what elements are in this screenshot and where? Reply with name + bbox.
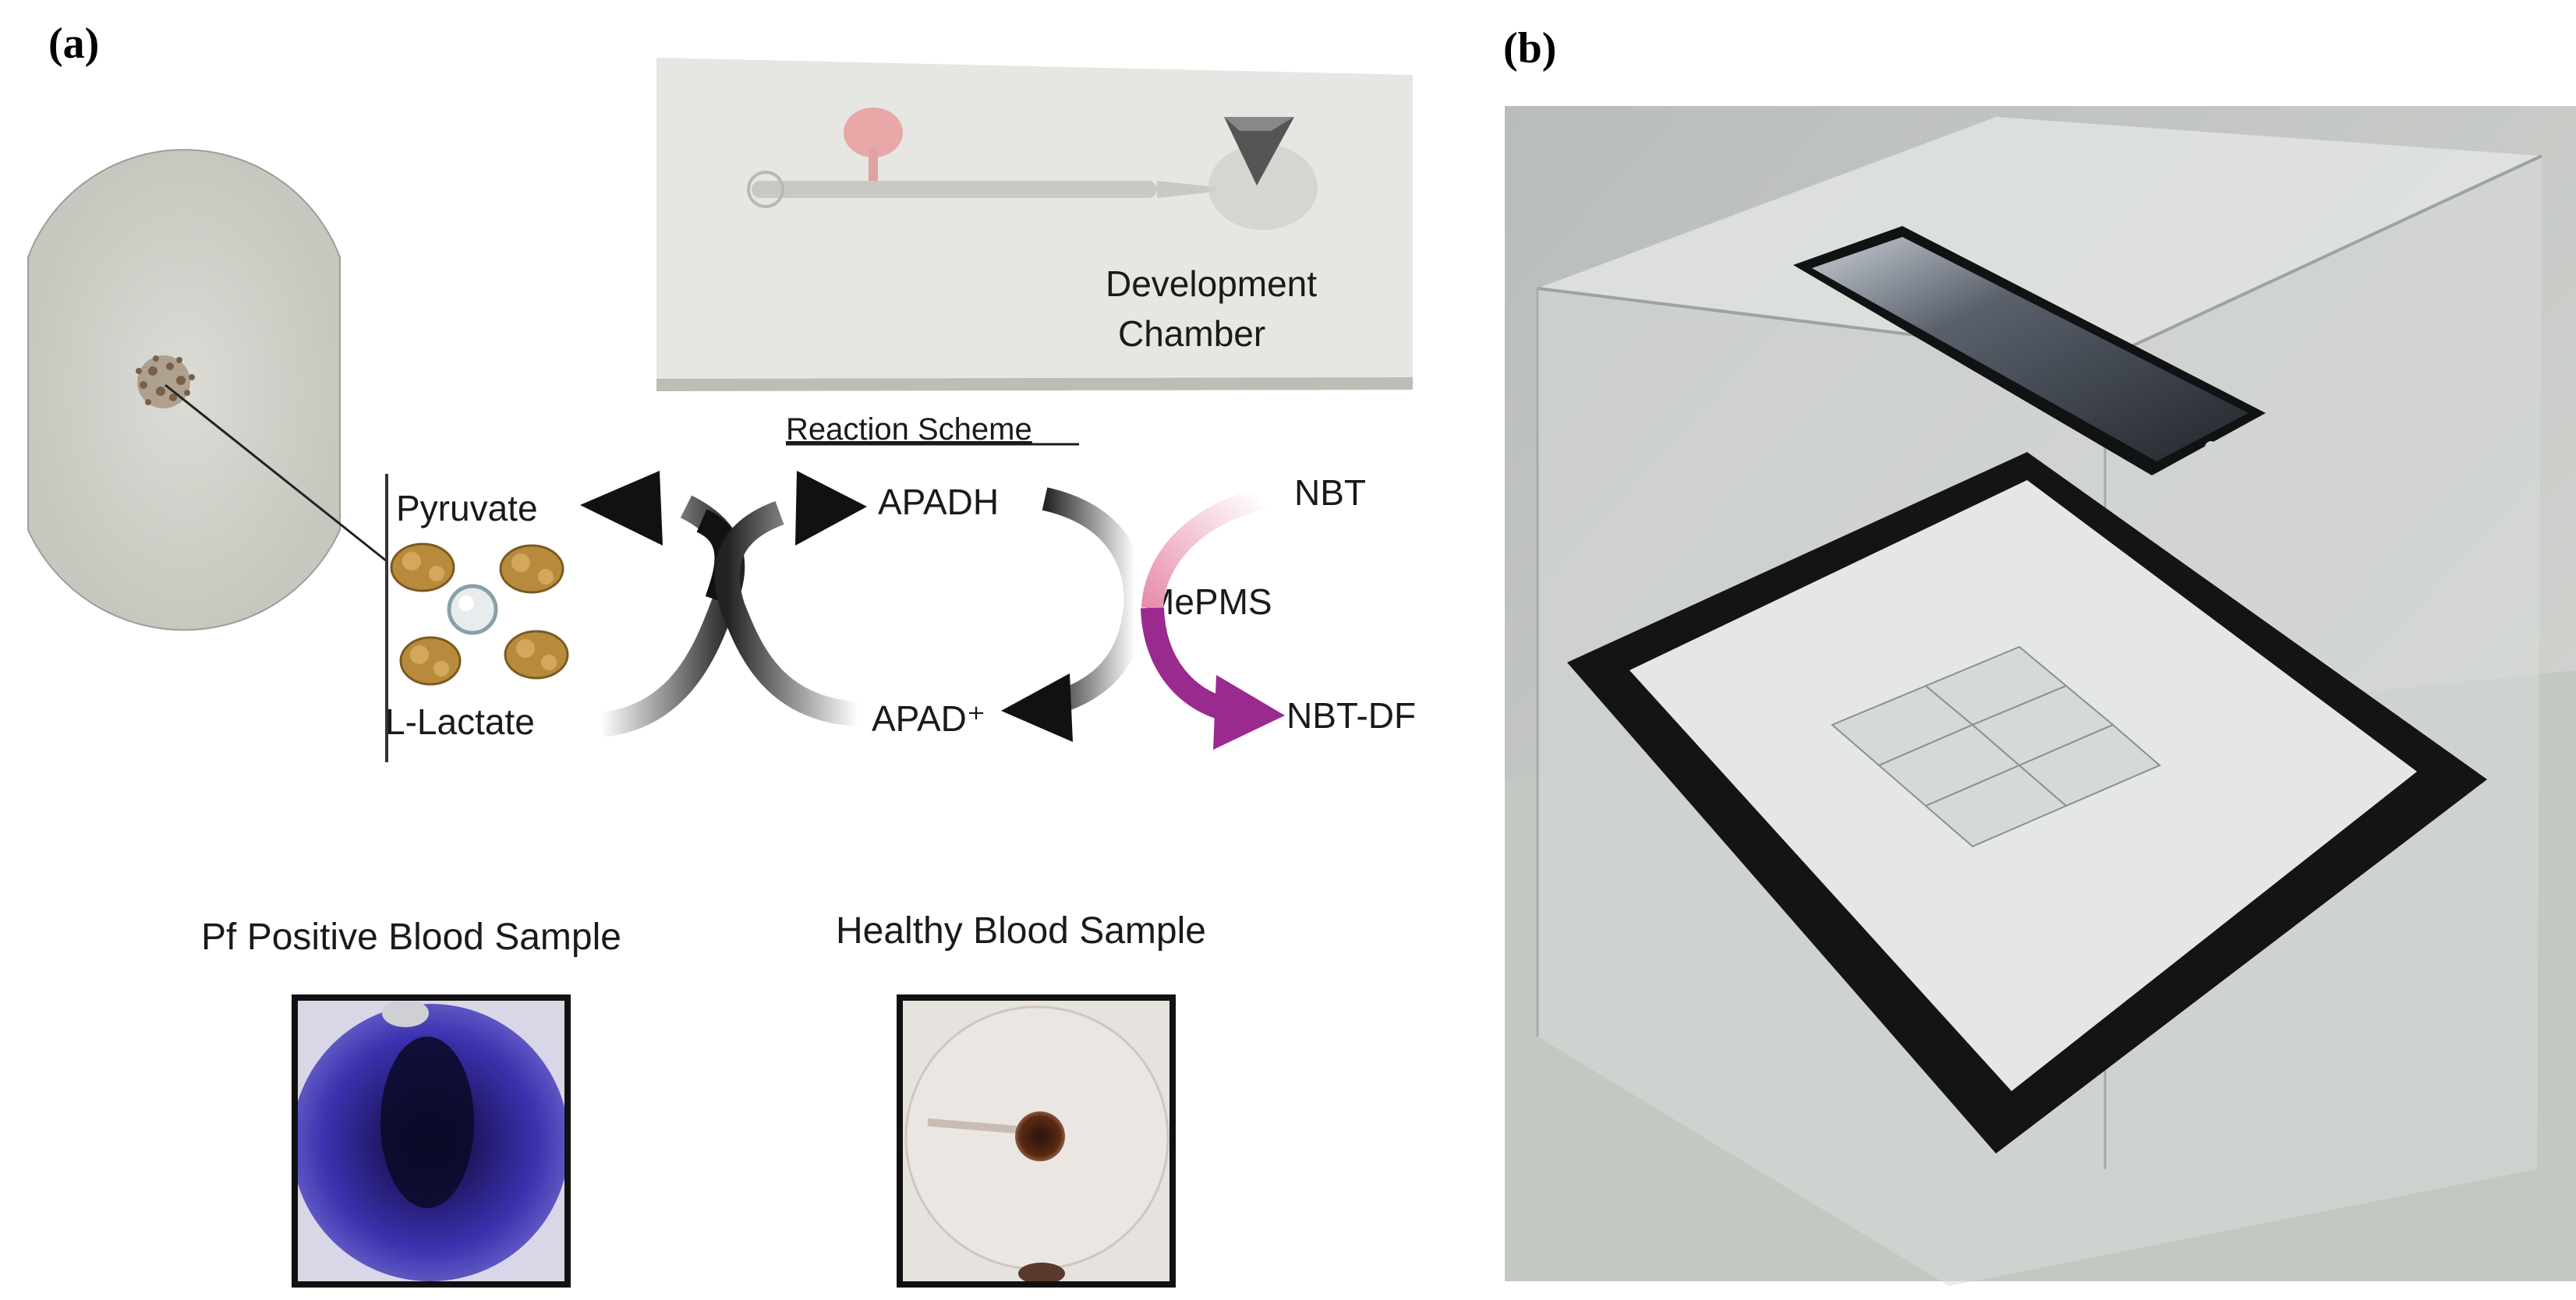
apad-to-apadh-arrow xyxy=(714,471,867,726)
positive-sample-photo xyxy=(292,994,571,1288)
reaction-scheme-title: Reaction Scheme xyxy=(786,412,1032,447)
nbt-to-nbt-df-arrow xyxy=(1141,488,1285,750)
healthy-sample-label: Healthy Blood Sample xyxy=(836,910,1206,952)
development-chamber-cone xyxy=(1224,117,1294,185)
chip-caption-line1: Development xyxy=(1106,263,1317,304)
apad-label: APAD⁺ xyxy=(872,698,985,739)
panel-a-label: (a) xyxy=(48,19,100,68)
l-lactate-label: L-Lactate xyxy=(385,701,535,742)
imaging-enclosure-render xyxy=(1505,106,2576,1286)
zoom-line xyxy=(165,383,387,563)
enzyme-complex xyxy=(390,542,569,686)
paper-chip-device xyxy=(656,58,1413,391)
pyruvate-label: Pyruvate xyxy=(396,488,538,528)
nbt-df-label: NBT-DF xyxy=(1286,695,1416,736)
apadh-label: APADH xyxy=(878,482,999,522)
tablet xyxy=(1567,452,2487,1153)
blood-drop xyxy=(844,108,903,157)
positive-sample-label: Pf Positive Blood Sample xyxy=(201,917,621,958)
chip-caption-line2: Chamber xyxy=(1118,313,1265,354)
paper-chip-array xyxy=(1831,645,2161,848)
nbt-label: NBT xyxy=(1294,472,1366,513)
healthy-sample-photo xyxy=(897,994,1176,1288)
panel-b-label: (b) xyxy=(1503,24,1557,72)
paper-disc xyxy=(27,149,341,631)
phone-screen xyxy=(1812,237,2249,461)
apadh-to-apad-arc xyxy=(1001,487,1148,742)
lactate-to-pyruvate-arrow xyxy=(580,471,745,737)
smartphone xyxy=(1793,226,2266,475)
